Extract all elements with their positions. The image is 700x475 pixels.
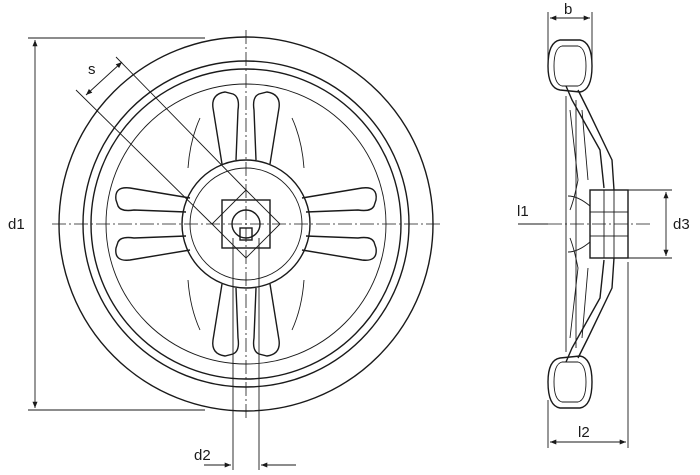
spoke-edge-2 [291,117,305,169]
d3-label: d3 [673,216,690,233]
spoke-profile-upper-2 [577,89,615,191]
dimension-d3: d3 [628,189,690,259]
spoke-profile-upper-1 [565,85,605,189]
spoke-lower-right [301,235,377,261]
spoke-profile-lower-4 [581,267,589,339]
dimension-d2: d2 [194,238,296,470]
l2-label: l2 [578,424,590,441]
spoke-upper-right [301,187,377,213]
spoke-upper-left [115,187,191,213]
spoke-profile-upper-3 [569,109,579,211]
b-label: b [564,1,572,18]
dimension-b: b [547,1,593,62]
s-label: s [88,61,96,78]
d1-label: d1 [8,216,25,233]
rim-section-bottom-inner [553,361,587,403]
spoke-edge-3 [187,279,201,331]
d1-label-bg [4,212,32,234]
spoke-top-right [252,91,280,165]
rim-section-bottom [547,355,593,409]
dimension-d1: d1 [4,37,205,411]
dimension-s: s [75,56,247,225]
spoke-bottom-right [252,283,280,357]
rim-section-top-inner [553,45,587,87]
spoke-edge-4 [291,279,305,331]
spoke-lower-left [115,235,191,261]
d2-label: d2 [194,447,211,464]
spoke-profile-lower-1 [565,259,605,363]
spoke-profile-upper-4 [581,109,589,181]
dimension-l1: l1 [517,203,548,225]
s-ext-2 [75,89,213,225]
spoke-top-left [212,91,240,165]
spoke-bottom-left [212,283,240,357]
spoke-profile-lower-2 [577,257,615,359]
front-view [52,30,440,420]
s-dim-line [85,61,123,96]
spoke-profile-lower-3 [569,237,579,339]
spokes [115,91,377,357]
hub-fillet-bottom [567,241,591,253]
square-bore [221,199,271,249]
spoke-edge-1 [187,117,201,169]
rim-section-top [547,39,593,93]
l1-label: l1 [517,203,529,220]
s-ext-1 [115,56,247,191]
dimension-l2: l2 [547,262,629,448]
side-view [547,39,650,409]
hub-outer-circle [181,159,311,289]
hub-fillet-top [567,195,591,207]
